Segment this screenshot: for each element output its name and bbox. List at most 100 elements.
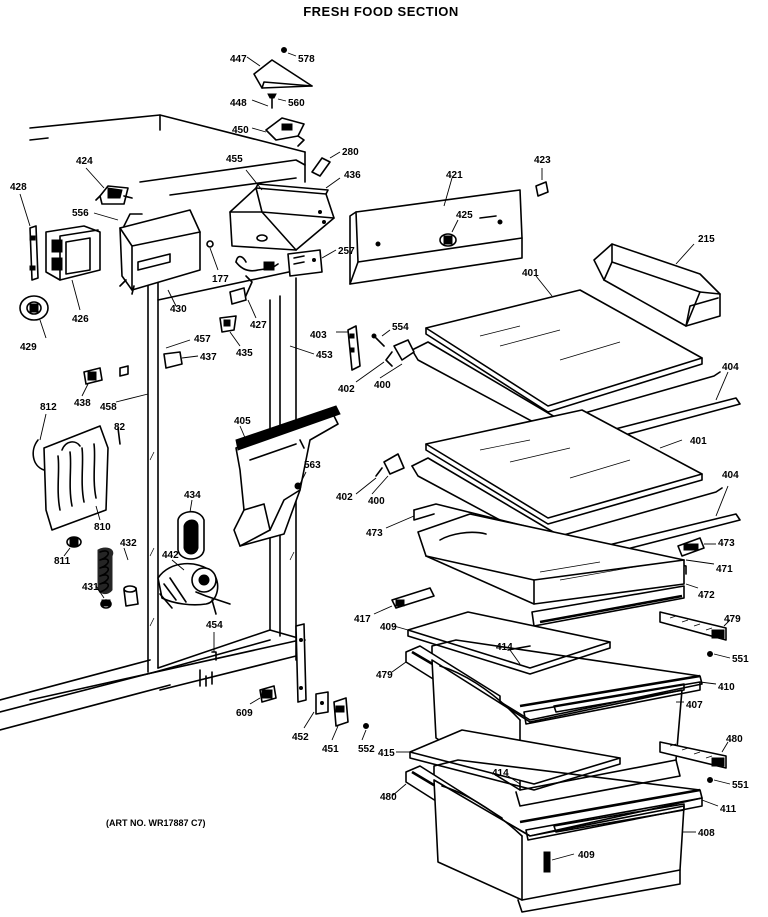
pan-cover-471 (417, 513, 715, 627)
bracket-452 (295, 623, 329, 729)
callout-401-upper: 401 (522, 268, 539, 279)
callout-457: 457 (194, 334, 211, 345)
callout-409-lower: 409 (578, 850, 595, 861)
callout-435: 435 (236, 348, 253, 359)
callout-609: 609 (236, 708, 253, 719)
light-shield-447 (246, 56, 313, 89)
slide-480-right (659, 741, 729, 769)
fan-assembly-442 (157, 559, 231, 615)
callout-410: 410 (718, 682, 735, 693)
callout-424: 424 (76, 156, 93, 167)
callout-405: 405 (234, 416, 251, 427)
callout-552: 552 (358, 744, 375, 755)
screw-578 (281, 47, 297, 57)
leader-457 (165, 339, 191, 349)
callout-436: 436 (344, 170, 361, 181)
callout-812: 812 (40, 402, 57, 413)
callout-480-right: 480 (726, 734, 743, 745)
callout-472: 472 (698, 590, 715, 601)
callout-400-upper: 400 (374, 380, 391, 391)
fan-shroud-426 (45, 225, 101, 311)
wire-harness-427 (229, 255, 279, 319)
callout-471: 471 (716, 564, 733, 575)
callout-480-left: 480 (380, 792, 397, 803)
control-panel-421 (349, 177, 523, 285)
callout-409-upper: 409 (380, 622, 397, 633)
callout-414-upper: 414 (496, 642, 513, 653)
nut-431 (95, 585, 112, 609)
callout-427: 427 (250, 320, 267, 331)
bracket-428 (19, 193, 39, 281)
callout-479-left: 479 (376, 670, 393, 681)
callout-560: 560 (288, 98, 305, 109)
callout-810: 810 (94, 522, 111, 533)
glass-shelf-401-lower (425, 409, 703, 525)
clip-280 (311, 151, 341, 177)
diagram-title: FRESH FOOD SECTION (303, 4, 459, 19)
washer-551-lower (707, 777, 731, 785)
damper-429 (19, 295, 49, 339)
callout-431: 431 (82, 582, 99, 593)
leader-453 (289, 345, 315, 355)
callout-442: 442 (162, 550, 179, 561)
air-duct-436 (229, 169, 341, 251)
callout-454: 454 (206, 620, 223, 631)
support-403 (336, 325, 361, 371)
callout-458: 458 (100, 402, 117, 413)
thermostat-257 (287, 249, 337, 277)
shelf-bin-215 (593, 243, 721, 327)
callout-82: 82 (114, 422, 126, 433)
callout-430: 430 (170, 304, 187, 315)
screw-560 (267, 93, 287, 109)
callout-447: 447 (230, 54, 247, 65)
art-number: (ART NO. WR17887 C7) (106, 818, 206, 828)
callout-215: 215 (698, 234, 715, 245)
callout-428: 428 (10, 182, 27, 193)
callout-437: 437 (200, 352, 217, 363)
fan-motor-424 (85, 167, 133, 205)
callout-257: 257 (338, 246, 355, 257)
switch-438 (81, 367, 103, 397)
callout-429: 429 (20, 342, 37, 353)
light-socket-450 (251, 117, 305, 147)
callout-421: 421 (446, 170, 463, 181)
callout-280: 280 (342, 147, 359, 158)
callout-473-right: 473 (718, 538, 735, 549)
callout-417: 417 (354, 614, 371, 625)
callout-563: 563 (304, 460, 321, 471)
crisper-pan-408 (433, 779, 719, 913)
clip-435 (219, 315, 241, 347)
clip-437 (163, 351, 199, 369)
callout-556: 556 (72, 208, 89, 219)
callout-423: 423 (534, 155, 551, 166)
rail-417 (373, 587, 435, 615)
callout-448: 448 (230, 98, 247, 109)
callout-455: 455 (226, 154, 243, 165)
callout-411: 411 (720, 804, 737, 815)
leader-458 (115, 393, 149, 403)
hinge-451 (331, 697, 349, 741)
callout-labels: 447 578 448 560 450 280 424 455 436 421 … (10, 54, 749, 861)
callout-551-upper: 551 (732, 654, 749, 665)
bushing-432 (123, 585, 139, 607)
callout-479-right: 479 (724, 614, 741, 625)
callout-415: 415 (378, 748, 395, 759)
callout-811: 811 (54, 556, 71, 567)
callout-401-lower: 401 (690, 436, 707, 447)
heater-plate-810 (32, 413, 121, 531)
tag-458 (119, 365, 129, 377)
callout-408: 408 (698, 828, 715, 839)
control-box-430 (93, 209, 201, 307)
grommet-434 (177, 499, 205, 560)
callout-578: 578 (298, 54, 315, 65)
slide-479-right (659, 611, 731, 641)
callout-438: 438 (74, 398, 91, 409)
callout-452: 452 (292, 732, 309, 743)
cap-609 (249, 685, 277, 705)
callout-400-lower: 400 (368, 496, 385, 507)
tag-454 (211, 651, 217, 661)
screw-552 (361, 723, 369, 741)
spring-432 (97, 547, 129, 595)
callout-425: 425 (456, 210, 473, 221)
